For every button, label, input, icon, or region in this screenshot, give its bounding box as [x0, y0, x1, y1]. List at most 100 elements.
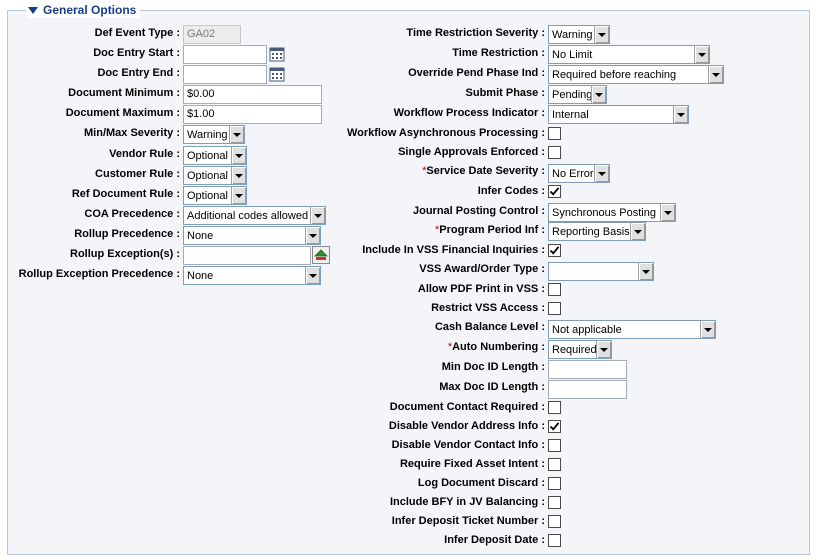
journal-posting-control-select[interactable]: Synchronous Posting: [548, 203, 676, 222]
log-document-discard-checkbox[interactable]: [548, 477, 561, 490]
submit-phase-label: Submit Phase :: [465, 87, 545, 99]
document-minimum-label: Document Minimum :: [68, 87, 180, 99]
rollup-precedence-label: Rollup Precedence :: [74, 228, 180, 240]
workflow-process-indicator-select[interactable]: Internal: [548, 105, 689, 124]
required-asterisk: *: [422, 165, 427, 177]
doc-entry-start-label: Doc Entry Start :: [93, 47, 180, 59]
coa-precedence-select[interactable]: Additional codes allowed: [183, 206, 326, 225]
calendar-icon[interactable]: [269, 46, 285, 62]
chevron-down-icon[interactable]: [229, 126, 244, 143]
checkmark-icon: [549, 187, 560, 196]
doc-entry-start-input[interactable]: [183, 45, 267, 64]
single-approvals-label: Single Approvals Enforced :: [398, 146, 545, 158]
def-event-type-label: Def Event Type :: [94, 27, 180, 39]
auto-numbering-select[interactable]: Required: [548, 340, 612, 359]
time-restriction-label: Time Restriction :: [452, 47, 545, 59]
time-restriction-severity-select[interactable]: Warning: [548, 25, 610, 44]
chevron-down-icon[interactable]: [310, 207, 325, 224]
chevron-down-icon[interactable]: [596, 341, 611, 358]
allow-pdf-print-checkbox[interactable]: [548, 283, 561, 296]
min-max-severity-label: Min/Max Severity :: [84, 127, 180, 139]
include-bfy-jv-label: Include BFY in JV Balancing :: [389, 496, 545, 508]
max-doc-id-length-label: Max Doc ID Length :: [439, 381, 545, 393]
customer-rule-label: Customer Rule :: [95, 168, 180, 180]
restrict-vss-access-label: Restrict VSS Access :: [431, 302, 545, 314]
chevron-down-icon[interactable]: [231, 147, 246, 164]
disable-vendor-contact-checkbox[interactable]: [548, 439, 561, 452]
section-title: General Options: [43, 3, 137, 17]
infer-deposit-ticket-label: Infer Deposit Ticket Number :: [391, 515, 545, 527]
time-restriction-select[interactable]: No Limit: [548, 45, 710, 64]
submit-phase-select[interactable]: Pending: [548, 85, 607, 104]
rollup-exceptions-input[interactable]: [183, 246, 311, 265]
rollup-precedence-select[interactable]: None: [183, 226, 321, 245]
required-asterisk: *: [434, 224, 440, 236]
log-document-discard-label: Log Document Discard :: [417, 477, 545, 489]
require-fixed-asset-checkbox[interactable]: [548, 458, 561, 471]
rollup-exception-precedence-select[interactable]: None: [183, 266, 321, 285]
program-period-inf-label: *Program Period Inf :: [434, 224, 545, 236]
include-vss-financial-checkbox[interactable]: [548, 244, 561, 257]
require-fixed-asset-label: Require Fixed Asset Intent :: [399, 458, 545, 470]
max-doc-id-length-input[interactable]: [548, 380, 627, 399]
disable-vendor-address-checkbox[interactable]: [548, 420, 561, 433]
document-minimum-input[interactable]: $0.00: [183, 85, 322, 104]
chevron-down-icon[interactable]: [594, 26, 609, 43]
chevron-down-icon[interactable]: [673, 106, 688, 123]
workflow-async-checkbox[interactable]: [548, 127, 561, 140]
chevron-down-icon[interactable]: [660, 204, 675, 221]
collapse-arrow-icon[interactable]: [28, 6, 38, 14]
document-contact-required-checkbox[interactable]: [548, 401, 561, 414]
chevron-down-icon[interactable]: [305, 227, 320, 244]
infer-deposit-date-label: Infer Deposit Date :: [444, 534, 545, 546]
infer-codes-checkbox[interactable]: [548, 185, 561, 198]
disable-vendor-contact-label: Disable Vendor Contact Info :: [391, 439, 545, 451]
service-date-severity-select[interactable]: No Error: [548, 164, 610, 183]
infer-deposit-ticket-checkbox[interactable]: [548, 515, 561, 528]
customer-rule-select[interactable]: Optional: [183, 166, 247, 185]
cash-balance-level-select[interactable]: Not applicable: [548, 320, 716, 339]
chevron-down-icon[interactable]: [694, 46, 709, 63]
checkmark-icon: [549, 246, 560, 255]
min-max-severity-select[interactable]: Warning: [183, 125, 245, 144]
restrict-vss-access-checkbox[interactable]: [548, 302, 561, 315]
ref-document-rule-label: Ref Document Rule :: [71, 188, 180, 200]
chevron-down-icon[interactable]: [594, 165, 609, 182]
chevron-down-icon[interactable]: [231, 187, 246, 204]
chevron-down-icon[interactable]: [305, 267, 320, 284]
chevron-down-icon[interactable]: [231, 167, 246, 184]
disable-vendor-address-label: Disable Vendor Address Info :: [388, 420, 545, 432]
infer-deposit-date-checkbox[interactable]: [548, 534, 561, 547]
chevron-down-icon[interactable]: [708, 66, 723, 83]
rollup-exception-precedence-label: Rollup Exception Precedence :: [18, 268, 180, 280]
override-pend-phase-ind-select[interactable]: Required before reaching: [548, 65, 724, 84]
general-options-panel: [7, 10, 810, 555]
lookup-icon[interactable]: [312, 246, 330, 264]
allow-pdf-print-label: Allow PDF Print in VSS :: [417, 283, 545, 295]
doc-entry-end-input[interactable]: [183, 65, 267, 84]
document-maximum-input[interactable]: $1.00: [183, 105, 322, 124]
vss-award-order-type-select[interactable]: [548, 262, 654, 281]
min-doc-id-length-input[interactable]: [548, 360, 627, 379]
chevron-down-icon[interactable]: [638, 263, 653, 280]
chevron-down-icon[interactable]: [700, 321, 715, 338]
section-header[interactable]: General Options: [26, 2, 141, 18]
def-event-type-input: GA02: [183, 25, 241, 44]
ref-document-rule-select[interactable]: Optional: [183, 186, 247, 205]
chevron-down-icon[interactable]: [591, 86, 606, 103]
required-asterisk: *: [447, 341, 453, 353]
calendar-icon[interactable]: [269, 66, 285, 82]
chevron-down-icon[interactable]: [630, 223, 645, 240]
include-bfy-jv-checkbox[interactable]: [548, 496, 561, 509]
coa-precedence-label: COA Precedence :: [84, 208, 180, 220]
vendor-rule-select[interactable]: Optional: [183, 146, 247, 165]
checkmark-icon: [549, 422, 560, 431]
infer-codes-label: Infer Codes :: [477, 185, 545, 197]
auto-numbering-label: *Auto Numbering :: [447, 341, 545, 353]
override-pend-phase-ind-label: Override Pend Phase Ind :: [408, 67, 545, 79]
program-period-inf-select[interactable]: Reporting Basis: [548, 222, 646, 241]
document-maximum-label: Document Maximum :: [65, 107, 180, 119]
min-doc-id-length-label: Min Doc ID Length :: [441, 361, 545, 373]
service-date-severity-label: *Service Date Severity :: [422, 165, 545, 177]
single-approvals-checkbox[interactable]: [548, 146, 561, 159]
